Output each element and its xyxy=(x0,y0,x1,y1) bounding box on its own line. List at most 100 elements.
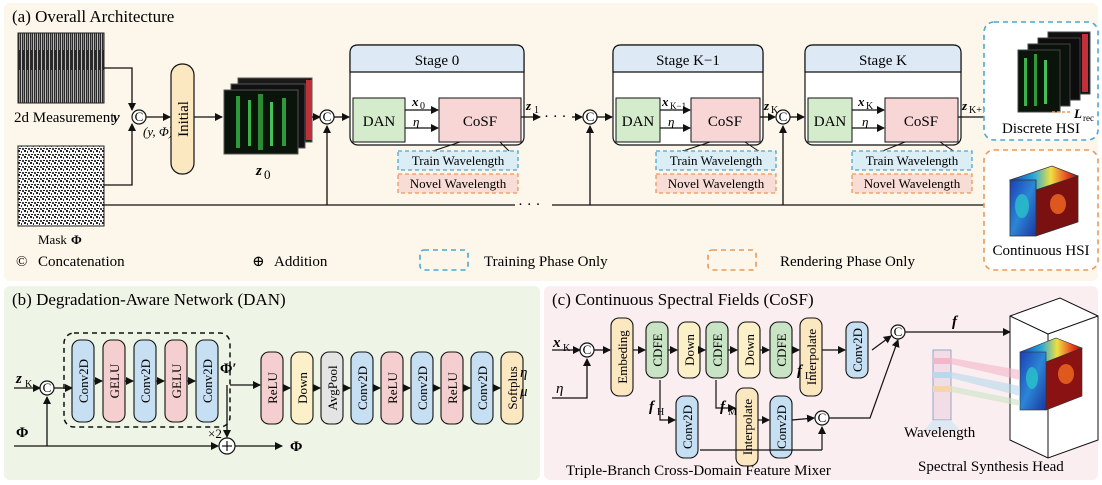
cosf-top-cdfe-1: CDFE xyxy=(645,321,669,379)
svg-text:rec: rec xyxy=(1083,113,1094,123)
initial-block xyxy=(170,63,195,175)
cosf-top-cdfe-3: CDFE xyxy=(705,321,729,379)
discrete-hsi-box: L rec Discrete HSI xyxy=(983,21,1099,141)
dan-chain-relu-6: ReLU xyxy=(440,351,464,425)
svg-text:x: x xyxy=(661,94,669,109)
head-caption: Spectral Synthesis Head xyxy=(918,459,1064,475)
cosf-top-conv2d-7: Conv2D xyxy=(845,321,869,379)
dan-block-conv2d-2: Conv2D xyxy=(133,339,157,423)
dan-chain-conv2d-7-label: Conv2D xyxy=(475,366,490,410)
dan-block-gelu-3: GELU xyxy=(164,339,188,423)
stage-k-dan: DAN xyxy=(814,114,847,130)
cosf-top-cdfe-3-label: CDFE xyxy=(710,333,725,366)
cosf-top-interpolate-6-label: Interpolate xyxy=(804,329,819,386)
cosf-top-interpolate-6: Interpolate xyxy=(799,317,823,397)
svg-text:M: M xyxy=(728,407,737,418)
dan-input-phi: Φ xyxy=(16,425,28,441)
cosf-input-x: x xyxy=(552,335,561,351)
dan-block-conv2d-0: Conv2D xyxy=(71,339,95,423)
novel-wavelength-0: Novel Wavelength xyxy=(410,176,507,191)
wavelength-fan: Wavelength xyxy=(904,349,1020,441)
cosf-top-embeding-0-label: Embeding xyxy=(615,330,630,384)
svg-text:C: C xyxy=(583,342,592,357)
dan-chain-conv2d-3: Conv2D xyxy=(350,351,374,425)
legend-concat-symbol: © xyxy=(16,254,27,270)
train-wavelength-0: Train Wavelength xyxy=(412,153,505,168)
stage-0-title: Stage 0 xyxy=(415,53,460,69)
loss-symbol: L xyxy=(1073,106,1082,121)
cosf-f-m: f xyxy=(720,399,727,415)
dan-inner-blocks: Conv2D GELU Conv2D GELU Conv2D xyxy=(71,339,219,423)
dan-repeat: ×2 xyxy=(208,426,222,441)
svg-text:K: K xyxy=(866,101,874,112)
legend-add: Addition xyxy=(274,254,328,270)
svg-text:η: η xyxy=(862,114,868,129)
dan-out-eta: η xyxy=(520,365,527,381)
dan-chain-down-1: Down xyxy=(290,351,314,425)
dan-chain-relu-0-label: ReLU xyxy=(265,372,280,404)
dots-upper: · · · xyxy=(544,109,567,125)
svg-text:0: 0 xyxy=(264,167,271,182)
dan-chain-softplus-8-label: Softplus xyxy=(505,366,520,409)
svg-text:C: C xyxy=(894,324,903,339)
stage-0-cosf: CoSF xyxy=(463,114,497,130)
cosf-mid-conv2d-0: Conv2D xyxy=(675,395,699,459)
dan-block-conv2d-4: Conv2D xyxy=(195,339,219,423)
svg-text:x: x xyxy=(411,94,419,109)
mixer-caption: Triple-Branch Cross-Domain Feature Mixer xyxy=(566,463,831,479)
cosf-top-down-2: Down xyxy=(677,321,701,379)
cosf-f-h: f xyxy=(649,399,656,415)
svg-text:H: H xyxy=(657,407,664,418)
svg-text:C: C xyxy=(818,410,827,425)
panel-c: (c) Continuous Spectral Fields (CoSF) x … xyxy=(544,286,1099,480)
dan-block-gelu-1: GELU xyxy=(102,339,126,423)
dan-phi-prime: Φ′ xyxy=(220,361,237,377)
dan-chain-softplus-8: Softplus xyxy=(500,351,524,425)
panel-b: (b) Degradation-Aware Network (DAN) z K … xyxy=(4,286,540,480)
svg-text:0: 0 xyxy=(420,101,425,112)
dan-chain-conv2d-5-label: Conv2D xyxy=(415,366,430,410)
cosf-top-cdfe-1-label: CDFE xyxy=(650,333,665,366)
svg-text:K: K xyxy=(771,105,779,116)
mask-image xyxy=(17,145,105,227)
wavelength-tags-stage-k-1: Train Wavelength Novel Wavelength xyxy=(655,141,777,194)
dan-chain-conv2d-3-label: Conv2D xyxy=(355,366,370,410)
legend: © Concatenation ⊕ Addition Training Phas… xyxy=(16,249,915,271)
svg-text:K: K xyxy=(25,379,33,390)
dan-chain-conv2d-7: Conv2D xyxy=(470,351,494,425)
dan-block-conv2d-2-label: Conv2D xyxy=(138,359,153,403)
dan-repeat-block xyxy=(63,332,231,428)
novel-wavelength-k: Novel Wavelength xyxy=(864,176,961,191)
cosf-top-down-2-label: Down xyxy=(682,334,697,366)
spectral-head-cube xyxy=(1009,297,1099,459)
svg-text:L: L xyxy=(805,371,811,382)
panel-a: (a) Overall Architecture 2d Measurement … xyxy=(4,3,1099,281)
cosf-mid-interpolate-1-label: Interpolate xyxy=(740,399,755,456)
legend-add-symbol: ⊕ xyxy=(252,254,265,270)
legend-rendering: Rendering Phase Only xyxy=(780,254,915,270)
wavelength-label: Wavelength xyxy=(904,425,976,441)
stage-k-1-dan: DAN xyxy=(622,114,655,130)
stage-0-dan: DAN xyxy=(363,114,396,130)
cosf-input-eta: η xyxy=(556,381,563,397)
stage-k-cosf: CoSF xyxy=(904,114,938,130)
dan-out-mu: μ xyxy=(519,384,528,400)
wavelength-tags-stage-k: Train Wavelength Novel Wavelength xyxy=(851,141,973,194)
cosf-mid-conv2d-0-label: Conv2D xyxy=(680,405,695,449)
concat-inputs-label: (y, Φ) xyxy=(143,124,173,139)
continuous-hsi-box: Continuous HSI xyxy=(983,149,1099,271)
svg-text:K: K xyxy=(563,343,571,354)
y-symbol: y xyxy=(111,110,120,126)
dan-chain-down-1-label: Down xyxy=(295,372,310,404)
discrete-hsi-label: Discrete HSI xyxy=(1002,121,1080,137)
dan-block-conv2d-4-label: Conv2D xyxy=(200,359,215,403)
dots-lower: · · · xyxy=(518,197,541,213)
z0-label: z xyxy=(255,163,262,179)
svg-text:C: C xyxy=(135,109,144,124)
dan-chain-avgpool-2: AvgPool xyxy=(320,351,344,425)
initial-label: Initial xyxy=(176,101,192,137)
svg-text:η: η xyxy=(668,114,674,129)
